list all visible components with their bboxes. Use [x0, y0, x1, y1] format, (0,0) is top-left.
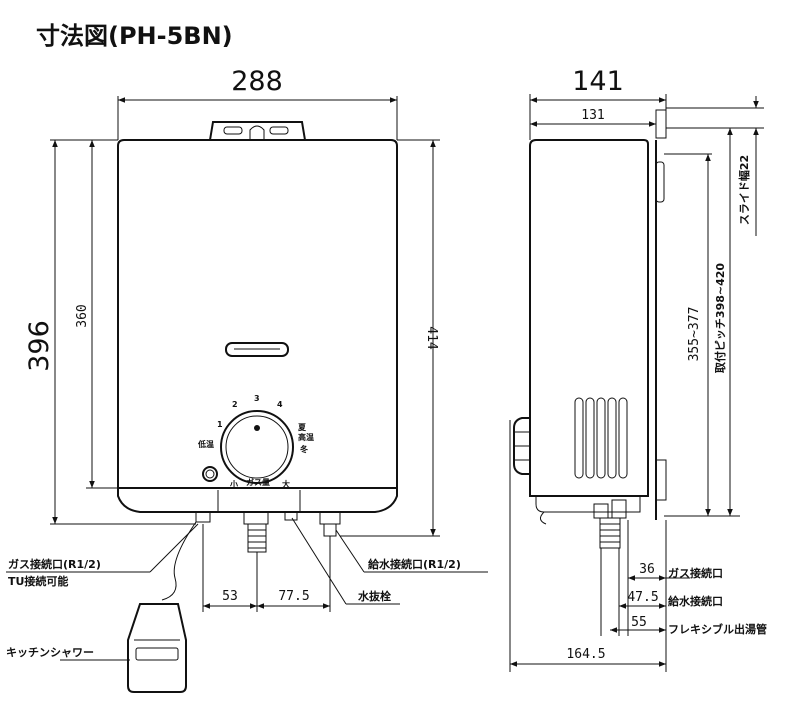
kitchen-shower-head — [127, 603, 187, 693]
water-inlet-pipe — [319, 511, 341, 525]
dial-low-temp-label: 低温 — [197, 439, 214, 449]
ignition-button — [202, 466, 218, 482]
total-depth-label: 164.5 — [566, 647, 605, 662]
total-height-dimension-label: 414 — [424, 326, 439, 350]
heater-body — [117, 139, 398, 489]
water-inlet-label: 給水接続口(R1/2) — [368, 557, 461, 571]
width-dimension-label: 288 — [231, 66, 283, 97]
side-gas-conn-label: ガス接続口 — [668, 566, 723, 580]
wall-bracket-top — [655, 109, 667, 139]
side-water-pipe — [611, 499, 627, 519]
dial-number-4: 4 — [277, 400, 283, 409]
gas-inlet-label: ガス接続口(R1/2) — [8, 557, 101, 571]
side-gas-offset-label: 36 — [639, 562, 655, 577]
gas-volume-small-label: 小 — [229, 479, 238, 489]
side-water-offset-label: 47.5 — [627, 590, 658, 605]
temperature-dial — [220, 410, 294, 484]
dial-summer-label: 夏 — [297, 423, 307, 432]
heater-base — [117, 487, 398, 513]
gas-volume-label: ガス量 — [246, 477, 270, 487]
shower-hose — [161, 521, 197, 601]
side-gas-pipe — [593, 503, 609, 519]
water-offset-label: 77.5 — [278, 589, 309, 604]
side-flex-outlet-label: フレキシブル出湯管 — [668, 622, 767, 636]
depth-dimension-label: 141 — [572, 66, 624, 97]
tu-connect-label: TU接続可能 — [8, 574, 68, 588]
flame-window — [225, 342, 289, 357]
side-dial-knob — [513, 417, 531, 475]
side-view: 141 131 — [509, 66, 767, 672]
body-depth-label: 131 — [581, 108, 604, 123]
side-flex-offset-label: 55 — [631, 615, 647, 630]
gas-inlet-pipe — [195, 511, 211, 523]
side-flex-pipe — [599, 517, 621, 549]
dial-number-1: 1 — [217, 420, 223, 429]
dial-number-3: 3 — [254, 394, 260, 403]
side-water-conn-label: 給水接続口 — [668, 594, 723, 608]
outlet-pipe — [243, 511, 269, 525]
inner-height-dimension-label: 360 — [75, 304, 90, 327]
dial-number-2: 2 — [232, 400, 238, 409]
drawing-title: 寸法図(PH-5BN) — [36, 22, 233, 50]
drain-plug-label: 水抜栓 — [358, 589, 391, 603]
height-dimension-label: 396 — [24, 320, 55, 372]
pitch-range-label: 355~377 — [687, 307, 702, 362]
wall-bracket-bottom — [655, 459, 667, 501]
front-view: 288 1 2 3 4 低温 夏 高温 冬 小 ガス量 大 — [6, 66, 488, 693]
mount-pitch-label: 取付ピッチ398~420 — [713, 263, 727, 373]
gas-volume-large-label: 大 — [282, 479, 290, 489]
dial-high-temp-label: 高温 — [298, 432, 314, 442]
vent-slots — [574, 397, 628, 479]
top-bracket — [209, 121, 306, 141]
side-body — [529, 139, 649, 497]
slide-width-label: スライド幅22 — [737, 155, 751, 225]
kitchen-shower-label: キッチンシャワー — [6, 646, 94, 659]
dial-winter-label: 冬 — [300, 444, 308, 454]
drain-plug-shape — [284, 511, 298, 521]
gas-offset-label: 53 — [222, 589, 238, 604]
wall-bracket-mid — [655, 161, 665, 203]
